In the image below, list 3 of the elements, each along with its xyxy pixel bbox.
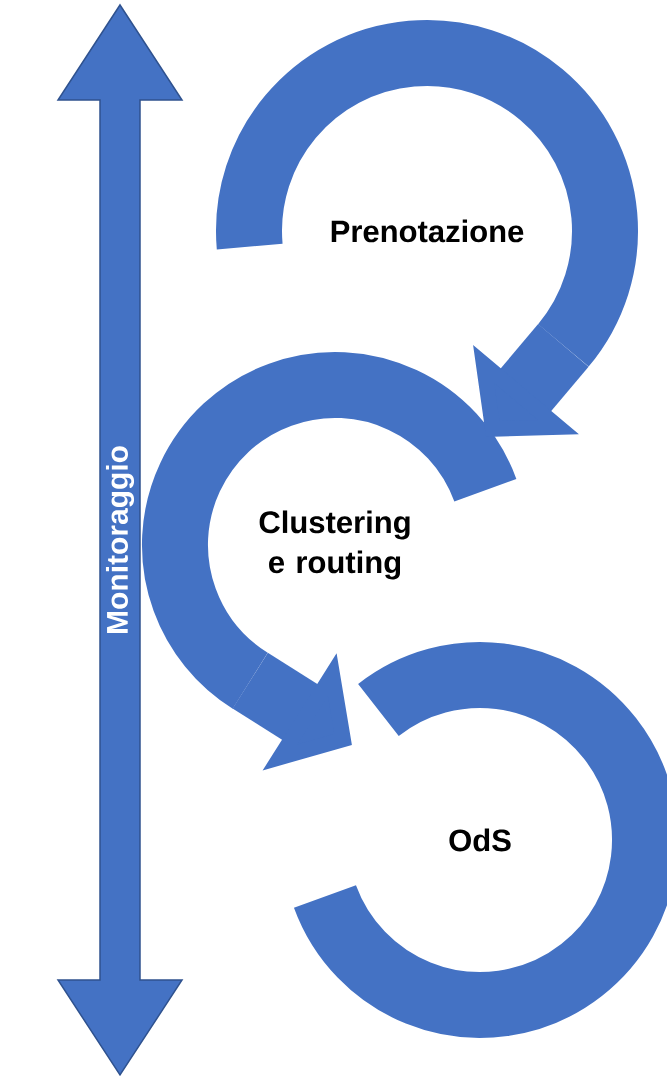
circular-band: Prenotazione [216,20,638,366]
circular-band: Clustering e routing [142,352,516,709]
circular-band: OdS [294,642,667,1038]
